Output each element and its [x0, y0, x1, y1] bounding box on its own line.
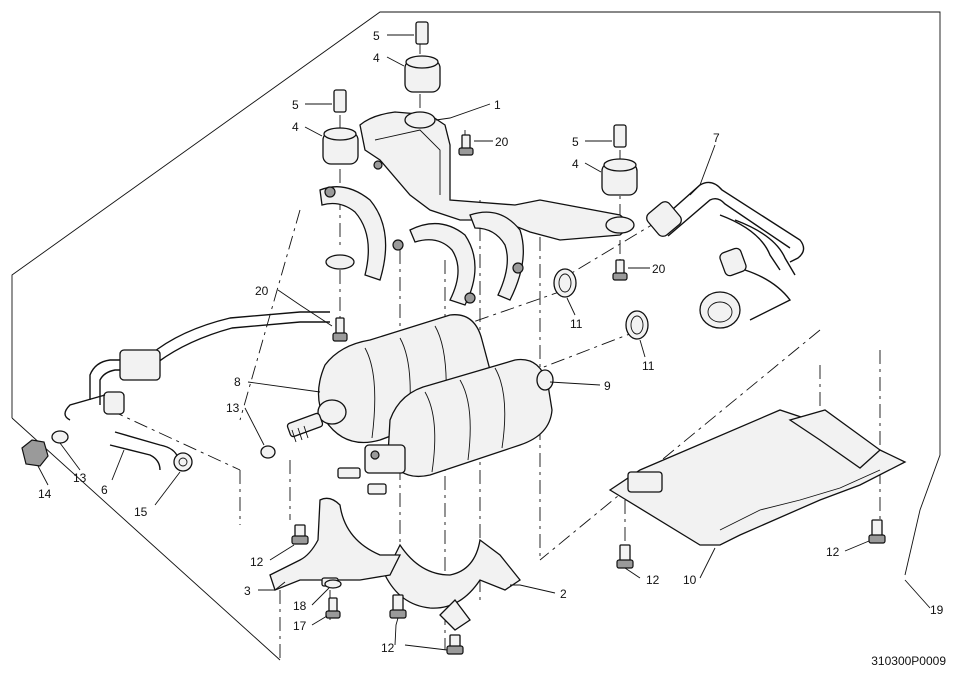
fuel-line-left [21, 311, 330, 472]
callout-5b: 5 [292, 98, 299, 112]
callout-13b: 13 [73, 471, 87, 485]
callout-8: 8 [234, 375, 241, 389]
callout-4a: 4 [373, 51, 380, 65]
callout-4c: 4 [572, 157, 579, 171]
rubber-mounts-4 [322, 55, 638, 196]
heat-shield-10 [608, 409, 907, 546]
callout-labels: 5 4 5 4 1 20 5 4 7 20 20 11 11 8 9 13 13… [38, 29, 944, 655]
fuel-pipe-7 [646, 181, 805, 329]
callout-12c: 12 [826, 545, 840, 559]
screw-17 [325, 597, 341, 619]
callout-2: 2 [560, 587, 567, 601]
leader-lines [37, 34, 931, 651]
callout-6: 6 [101, 483, 108, 497]
callout-12a: 12 [250, 555, 264, 569]
callout-12d: 12 [381, 641, 395, 655]
callout-5c: 5 [572, 135, 579, 149]
callout-13a: 13 [226, 401, 240, 415]
callout-20b: 20 [652, 262, 666, 276]
washer-18 [324, 579, 342, 589]
lower-bracket-3 [269, 497, 402, 591]
pins-5 [333, 21, 627, 148]
callout-4b: 4 [292, 120, 299, 134]
callout-17: 17 [293, 619, 307, 633]
callout-1: 1 [494, 98, 501, 112]
screws-12 [291, 519, 886, 655]
callout-19: 19 [930, 603, 944, 617]
callout-3: 3 [244, 584, 251, 598]
mounting-bracket-1 [319, 111, 635, 306]
diagram-code: 310300P0009 [871, 654, 946, 668]
callout-11a: 11 [570, 317, 583, 331]
fuel-pump-9 [337, 358, 554, 495]
callout-11b: 11 [642, 359, 655, 373]
callout-7: 7 [713, 131, 720, 145]
callout-5a: 5 [373, 29, 380, 43]
diagram-frame [11, 11, 941, 661]
callout-10: 10 [683, 573, 697, 587]
callout-20a: 20 [495, 135, 509, 149]
screws-20 [332, 134, 628, 342]
callout-14: 14 [38, 487, 52, 501]
rings-11 [553, 268, 649, 340]
callout-12b: 12 [646, 573, 660, 587]
callout-18: 18 [293, 599, 307, 613]
callout-20c: 20 [255, 284, 269, 298]
callout-15: 15 [134, 505, 148, 519]
callout-9: 9 [604, 379, 611, 393]
